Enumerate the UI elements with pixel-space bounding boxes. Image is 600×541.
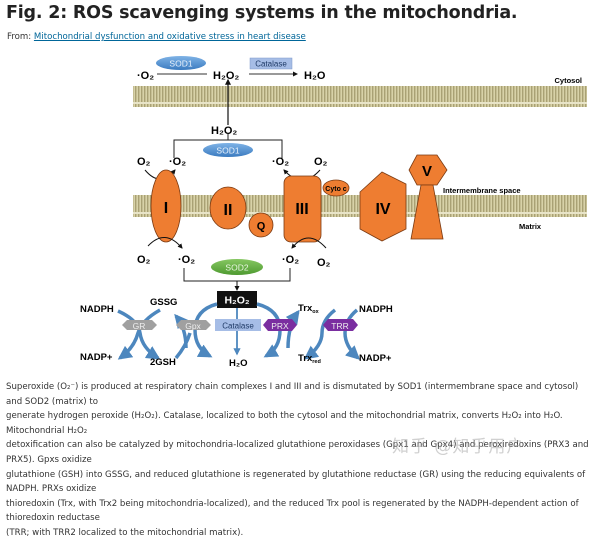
gsh-label: 2GSH [150, 357, 176, 368]
trx-red-text: Trx [298, 353, 313, 364]
source-article-link[interactable]: Mitochondrial dysfunction and oxidative … [33, 32, 306, 42]
nadph-left: NADPH [80, 304, 114, 315]
sod1-cytosol-label: SOD1 [169, 59, 192, 69]
c1-matrix-superoxide: ·O₂ [178, 254, 195, 266]
c3-ims-superoxide: ·O₂ [272, 156, 289, 168]
cytosol-label: Cytosol [554, 76, 582, 85]
ubiquinone-q [248, 212, 274, 238]
cytochrome-c [322, 179, 350, 197]
sod2-badge [211, 259, 263, 275]
arrow-trr-trxred [303, 308, 337, 360]
trr-badge [323, 319, 358, 331]
gssg-label: GSSG [150, 297, 177, 308]
trx-red-sub: red [312, 359, 321, 365]
cytosol-h2o: H₂O [304, 70, 326, 82]
complex-ii [209, 186, 247, 230]
complex-iii-label: III [295, 201, 308, 218]
catalase-cytosol-badge [249, 57, 293, 70]
complex-iv [359, 171, 407, 242]
caption-line: (TRR; with TRR2 localized to the mitocho… [6, 527, 244, 538]
ims-region-label: Intermembrane space [443, 186, 521, 195]
c1-ims-o2: O₂ [137, 156, 151, 168]
caption-line: thioredoxin (Trx, with Trx2 being mitoch… [6, 498, 579, 524]
c3-matrix-curve [291, 237, 327, 249]
caption-line: glutathione (GSH) into GSSG, and reduced… [6, 469, 586, 495]
outer-membrane [133, 86, 587, 107]
gpx-badge [176, 320, 211, 330]
ros-diagram: Cytosol ·O₂ SOD1 H₂O₂ Catalase H₂O H₂O₂ … [80, 56, 587, 369]
arrow-nadph-trr [343, 308, 361, 360]
complex-v-stalk [410, 184, 444, 240]
figure-caption: Superoxide (O₂⁻) is produced at respirat… [6, 380, 596, 541]
trx-red-label: Trxred [298, 353, 321, 365]
gpx-label: Gpx [185, 321, 201, 331]
complex-v-head [408, 154, 448, 186]
figure-title: Fig. 2: ROS scavenging systems in the mi… [6, 3, 518, 23]
trx-ox-text: Trx [298, 303, 313, 314]
prx-badge [263, 319, 297, 331]
c1-matrix-o2: O₂ [137, 254, 151, 266]
caption-line: detoxification can also be catalyzed by … [6, 440, 589, 465]
complex-iv-label: IV [375, 201, 390, 218]
arrow-gr-nadp [117, 308, 161, 360]
sod1-ims-badge [203, 143, 253, 157]
ims-h2o2: H₂O₂ [211, 125, 237, 137]
complex-iii [283, 175, 322, 243]
matrix-h2o2-box [217, 291, 257, 308]
from-label: From: [7, 32, 32, 42]
cytochrome-c-label: Cyto c [325, 186, 347, 193]
c3-matrix-o2: O₂ [317, 257, 331, 269]
c1-ims-superoxide: ·O₂ [169, 156, 186, 168]
complex-i-label: I [164, 200, 168, 217]
sod1-cytosol-badge [156, 56, 206, 70]
c3-matrix-superoxide: ·O₂ [282, 254, 299, 266]
arrow-gsh-gpx [174, 332, 192, 360]
complex-ii-label: II [224, 202, 233, 219]
gr-label: GR [133, 321, 146, 331]
trr-label: TRR [331, 321, 348, 331]
gr-badge [122, 320, 157, 330]
caption-line: generate hydrogen peroxide (H₂O₂). Catal… [6, 411, 563, 436]
matrix-h2o2-label: H₂O₂ [224, 295, 249, 307]
cytosol-h2o2: H₂O₂ [213, 70, 239, 82]
catalase-cytosol-label: Catalase [255, 60, 287, 69]
nadp-left: NADP+ [80, 352, 113, 363]
sod2-label: SOD2 [225, 263, 248, 273]
matrix-h2o-label: H₂O [229, 358, 247, 369]
catalase-matrix-badge [215, 319, 261, 331]
trx-ox-sub: ox [312, 309, 319, 315]
nadph-right: NADPH [359, 304, 393, 315]
complex-i [150, 169, 182, 243]
trx-ox-label: Trxox [298, 303, 320, 315]
c1-matrix-curve [147, 237, 183, 249]
matrix-region-label: Matrix [519, 222, 542, 231]
sod1-ims-label: SOD1 [216, 146, 239, 156]
source-line: From: Mitochondrial dysfunction and oxid… [7, 32, 306, 42]
caption-line: Superoxide (O₂⁻) is produced at respirat… [6, 382, 579, 407]
ubiquinone-q-label: Q [257, 221, 266, 233]
arrow-nadph-gr [117, 309, 161, 360]
cytosol-superoxide: ·O₂ [137, 70, 154, 82]
complex-v-label: V [422, 163, 432, 180]
catalase-matrix-label: Catalase [222, 322, 254, 331]
nadp-right: NADP+ [359, 353, 392, 364]
prx-label: PRX [271, 321, 289, 331]
c3-ims-o2: O₂ [314, 156, 328, 168]
